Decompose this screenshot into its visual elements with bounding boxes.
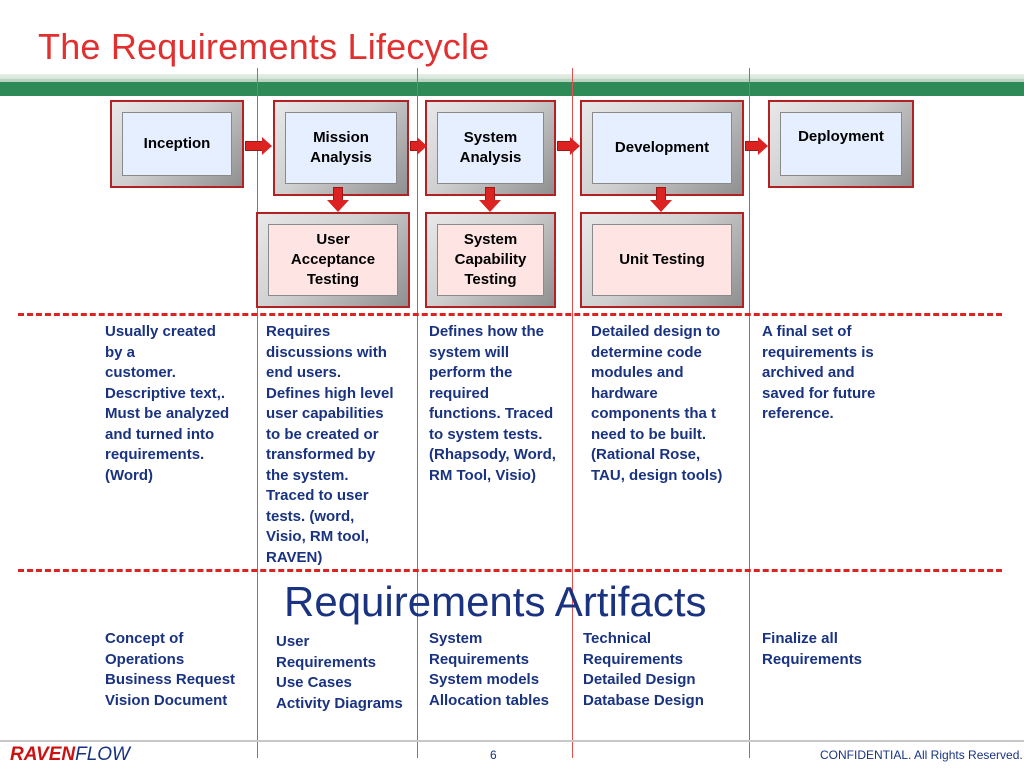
footer-divider [0, 740, 1024, 742]
stage-label: Mission Analysis [285, 112, 397, 184]
column-divider [572, 68, 573, 758]
description-development: Detailed design to determine code module… [591, 323, 723, 484]
header-band-shadow [0, 74, 1024, 82]
description-system-analysis: Defines how the system will perform the … [429, 323, 556, 484]
testing-box-system-capability: System Capability Testing [425, 212, 556, 308]
column-divider [749, 68, 750, 758]
artifact-system-analysis: System Requirements System models Alloca… [429, 630, 550, 709]
testing-box-user-acceptance: User Acceptance Testing [256, 212, 410, 308]
testing-label: Unit Testing [592, 224, 732, 296]
artifacts-heading: Requirements Artifacts [284, 578, 707, 625]
description-deployment: A final set of requirements is archived … [762, 323, 876, 422]
page-title: The Requirements Lifecycle [38, 26, 490, 67]
stage-box-mission-analysis: Mission Analysis [273, 100, 409, 196]
artifact-development: Technical Requirements Detailed Design D… [583, 630, 704, 709]
logo-flow: FLOW [75, 744, 130, 765]
confidential-notice: CONFIDENTIAL. All Rights Reserved. [820, 748, 1023, 762]
artifact-mission-analysis: User Requirements Use Cases Activity Dia… [276, 633, 403, 712]
page-number: 6 [490, 748, 497, 762]
stage-label: System Analysis [437, 112, 544, 184]
testing-label: System Capability Testing [437, 224, 544, 296]
stage-box-inception: Inception [110, 100, 244, 188]
stage-label: Deployment [780, 112, 902, 176]
artifact-inception: Concept of Operations Business Request V… [105, 630, 236, 709]
logo-raven: RAVEN [10, 744, 76, 765]
description-inception: Usually created by a customer. Descripti… [105, 323, 230, 484]
dashed-divider [18, 313, 1002, 316]
testing-box-unit: Unit Testing [580, 212, 744, 308]
stage-box-system-analysis: System Analysis [425, 100, 556, 196]
column-divider [257, 68, 258, 758]
column-divider [417, 68, 418, 758]
dashed-divider [18, 569, 1002, 572]
ravenflow-logo: RAVENFLOW [10, 744, 130, 766]
stage-box-development: Development [580, 100, 744, 196]
stage-label: Development [592, 112, 732, 184]
testing-label: User Acceptance Testing [268, 224, 398, 296]
stage-label: Inception [122, 112, 232, 176]
artifact-deployment: Finalize all Requirements [762, 630, 863, 668]
stage-box-deployment: Deployment [768, 100, 914, 188]
description-mission-analysis: Requires discussions with end users. Def… [266, 323, 394, 566]
header-band [0, 82, 1024, 96]
